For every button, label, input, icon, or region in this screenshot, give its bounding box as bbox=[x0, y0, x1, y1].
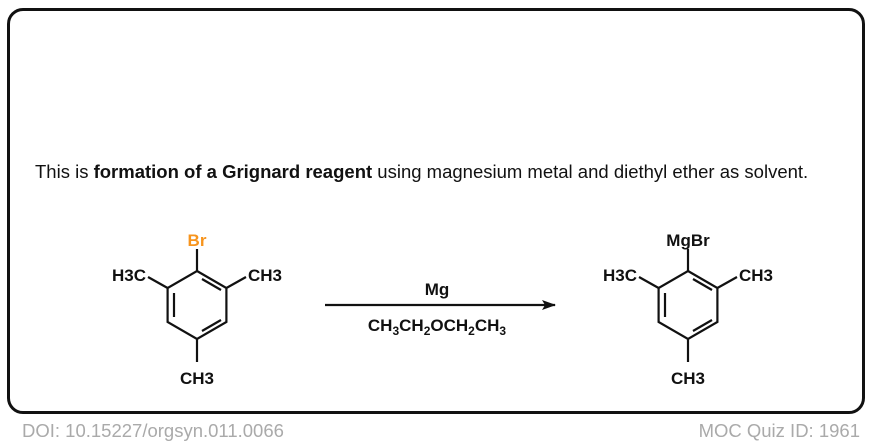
right-methyl-label: CH3 bbox=[248, 266, 282, 285]
reactant-molecule: Br H3C CH3 CH3 bbox=[112, 231, 282, 388]
left-methyl-label: H3C bbox=[112, 266, 146, 285]
right-methyl-label: CH3 bbox=[739, 266, 773, 285]
bromine-label: Br bbox=[188, 231, 207, 250]
quiz-id-text: MOC Quiz ID: 1961 bbox=[698, 420, 860, 441]
bottom-methyl-label: CH3 bbox=[671, 369, 705, 388]
description-prefix: This is bbox=[35, 161, 94, 182]
reaction-arrow: Mg CH3CH2OCH2CH3 bbox=[325, 280, 556, 338]
description-text: This is formation of a Grignard reagent … bbox=[35, 160, 815, 184]
description-suffix: using magnesium metal and diethyl ether … bbox=[372, 161, 809, 182]
product-molecule: MgBr H3C CH3 CH3 bbox=[603, 231, 773, 388]
reagent-label: Mg bbox=[425, 280, 450, 299]
benzene-ring bbox=[147, 249, 247, 362]
description-bold: formation of a Grignard reagent bbox=[93, 161, 373, 182]
solvent-label: CH3CH2OCH2CH3 bbox=[368, 316, 507, 338]
quiz-card bbox=[7, 8, 865, 414]
doi-text: DOI: 10.15227/orgsyn.011.0066 bbox=[22, 420, 284, 441]
left-methyl-label: H3C bbox=[603, 266, 637, 285]
benzene-ring bbox=[638, 249, 738, 362]
bottom-methyl-label: CH3 bbox=[180, 369, 214, 388]
mgbr-label: MgBr bbox=[666, 231, 710, 250]
